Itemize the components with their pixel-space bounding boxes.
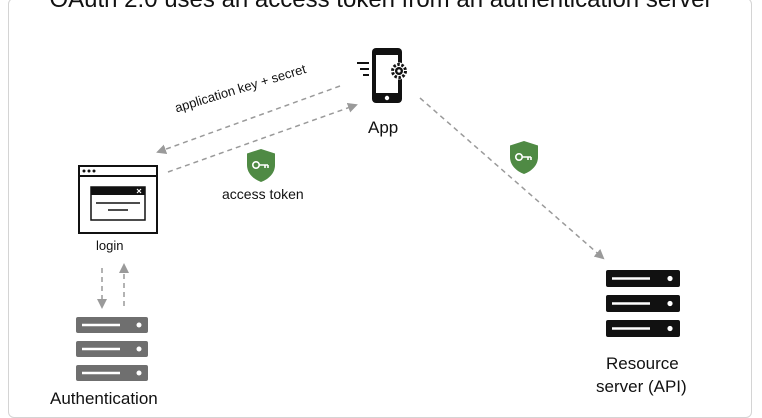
key-shield-icon bbox=[510, 141, 538, 174]
mobile-app-gear-icon bbox=[357, 48, 408, 103]
server-icon bbox=[606, 270, 680, 337]
authentication-server-label: Authentication bbox=[50, 389, 158, 408]
diagram-canvas bbox=[76, 48, 680, 381]
app-label: App bbox=[368, 118, 399, 137]
server-icon bbox=[76, 317, 148, 381]
arrow-app-to-resource bbox=[419, 97, 605, 260]
arrow-login-to-app bbox=[167, 102, 358, 173]
diagram-title: OAuth 2.0 uses an access token from an a… bbox=[0, 0, 762, 14]
access-token-label: access token bbox=[222, 186, 304, 202]
login-label: login bbox=[96, 238, 124, 253]
arrow-app-to-login bbox=[156, 85, 341, 154]
key-shield-icon bbox=[247, 149, 275, 182]
resource-server-label: Resource bbox=[606, 354, 679, 373]
resource-server-label-line2: server (API) bbox=[596, 377, 687, 396]
login-window-icon bbox=[78, 165, 158, 234]
